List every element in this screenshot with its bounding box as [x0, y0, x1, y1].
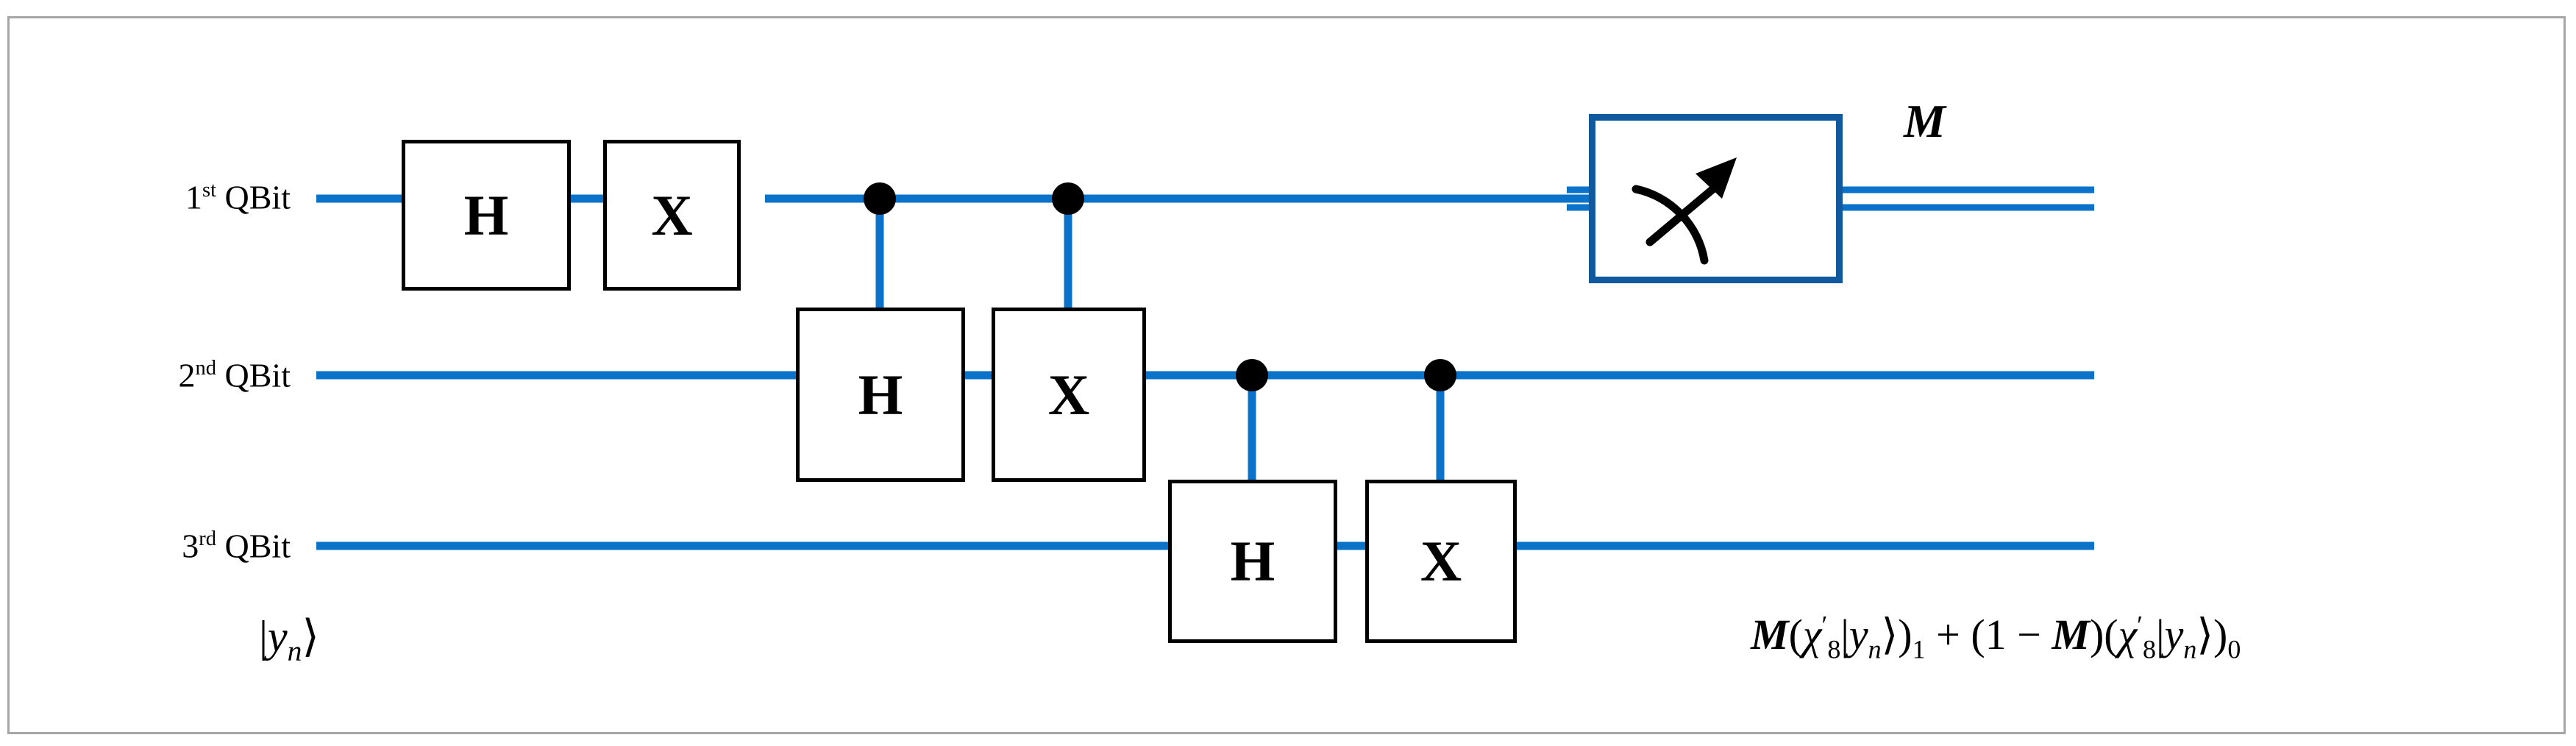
expr-close-3: )	[2213, 611, 2228, 658]
output-expression: M(χ′8|yn⟩)1 + (1 − M)(χ′8|yn⟩)0	[1751, 609, 2241, 663]
expr-chi-sub-1: 8	[1827, 634, 1841, 664]
expr-minus: −	[2017, 611, 2041, 658]
qubit-1-text: QBit	[224, 178, 291, 216]
control-dot-q1-c1	[864, 182, 896, 215]
gate-x-q2[interactable]: X	[992, 308, 1146, 482]
qubit-2-text: QBit	[224, 356, 291, 394]
meter-gauge-icon	[1632, 157, 1737, 265]
control-dot-q2-c2	[1424, 359, 1456, 391]
expr-chi-sub-2: 8	[2143, 634, 2156, 664]
gate-h-q3[interactable]: H	[1168, 480, 1337, 643]
expr-close-2: )	[2089, 611, 2104, 658]
expr-ket-2: ⟩	[2196, 611, 2213, 658]
expr-index-1: 1	[1912, 634, 1926, 664]
gate-h-q3-label: H	[1230, 529, 1275, 593]
control-dot-q1-c2	[1052, 182, 1084, 215]
control-dot-q2-c1	[1236, 359, 1268, 391]
expr-bar-2: |	[2156, 611, 2165, 658]
expr-M-1: M	[1751, 611, 1789, 658]
expr-prime-2: ′	[2137, 610, 2143, 640]
qubit-2-ordinal: 2	[178, 356, 196, 394]
ket-close: ⟩	[302, 612, 319, 661]
expr-y-sub-1: n	[1868, 634, 1882, 664]
expr-y-1: y	[1849, 611, 1868, 658]
expr-prime-1: ′	[1821, 610, 1828, 640]
expr-open-3: (	[2104, 611, 2118, 658]
qubit-1-ordinal: 1	[185, 178, 202, 216]
gate-h-q2-label: H	[858, 362, 903, 427]
expr-open-2: (	[1971, 611, 1985, 658]
gate-h-q1-label: H	[463, 182, 509, 247]
qubit-3-text: QBit	[224, 527, 291, 565]
qubit-2-suffix: nd	[195, 357, 217, 380]
ket-symbol: y	[268, 612, 288, 661]
qubit-3-suffix: rd	[199, 527, 217, 551]
measurement-output-label: M	[1904, 95, 1946, 147]
gate-x-q2-label: X	[1047, 362, 1090, 427]
qubit-3-ordinal: 3	[182, 527, 199, 565]
expr-chi-2: χ	[2118, 611, 2138, 658]
qubit-label-1: 1st QBit	[0, 178, 291, 217]
measurement-gate-q1[interactable]	[1589, 114, 1843, 283]
expr-plus: +	[1936, 611, 1960, 658]
gate-h-q1[interactable]: H	[402, 140, 571, 291]
gate-x-q1[interactable]: X	[603, 140, 741, 291]
input-state-ket: |yn⟩	[259, 611, 319, 666]
ket-subscript: n	[287, 635, 302, 667]
expr-ket-1: ⟩	[1881, 611, 1899, 658]
expr-open-1: (	[1788, 611, 1803, 658]
gate-x-q3[interactable]: X	[1365, 480, 1517, 643]
expr-M-2: M	[2052, 611, 2090, 658]
expr-one: 1	[1985, 611, 2007, 658]
expr-bar-1: |	[1840, 611, 1849, 658]
gate-h-q2[interactable]: H	[796, 308, 965, 482]
qubit-label-2: 2nd QBit	[0, 356, 291, 395]
ket-bar: |	[259, 612, 268, 661]
expr-y-sub-2: n	[2183, 634, 2197, 664]
gate-x-q3-label: X	[1420, 529, 1462, 593]
qubit-1-suffix: st	[202, 179, 217, 202]
qubit-label-3: 3rd QBit	[0, 527, 291, 566]
expr-y-2: y	[2164, 611, 2184, 658]
expr-index-2: 0	[2227, 634, 2241, 664]
expr-close-1: )	[1898, 611, 1913, 658]
expr-chi-1: χ	[1802, 611, 1822, 658]
gate-x-q1-label: X	[651, 182, 693, 247]
